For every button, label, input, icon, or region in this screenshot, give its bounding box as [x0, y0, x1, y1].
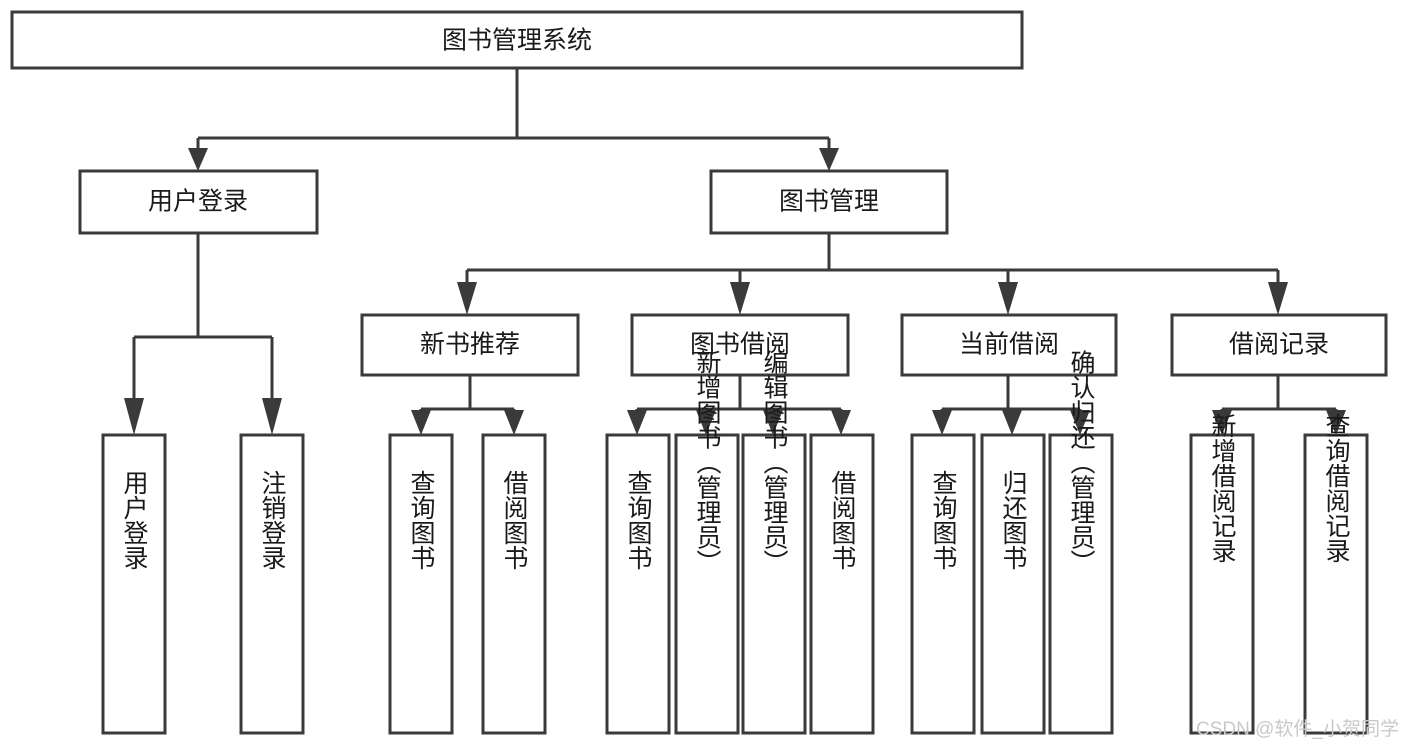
arrow-bm-to-recommend — [457, 282, 477, 315]
leaf-user-logout-box[interactable] — [239, 433, 305, 735]
leaf-edit-book-label: 编辑图书（管理员） — [760, 350, 789, 575]
arrow-rec-leaf2 — [504, 410, 524, 435]
leaf-node-add-book[interactable]: 新增图书（管理员） — [674, 350, 740, 735]
arrow-cu-leaf2 — [1002, 410, 1022, 435]
leaf-node-query-book-2[interactable]: 查询图书 — [605, 433, 671, 735]
node-root-box[interactable] — [10, 10, 1024, 70]
arrow-cu-leaf1 — [932, 410, 952, 435]
leaf-add-record-box[interactable] — [1189, 433, 1255, 735]
arrow-cu-leaf3 — [1070, 410, 1090, 435]
arrow-re-leaf2 — [1326, 410, 1346, 435]
arrow-ul-leaf2 — [262, 398, 282, 435]
leaf-node-edit-book[interactable]: 编辑图书（管理员） — [741, 350, 807, 735]
leaf-node-borrow-book-2[interactable]: 借阅图书 — [809, 433, 875, 735]
arrow-bm-to-borrow — [730, 282, 750, 315]
leaf-query-book-2-label: 查询图书 — [624, 470, 653, 570]
node-root[interactable]: 图书管理系统 — [10, 10, 1024, 70]
arrow-rec-leaf1 — [411, 410, 431, 435]
leaf-query-book-1-box[interactable] — [388, 433, 454, 735]
node-current-borrow-box[interactable] — [900, 313, 1118, 377]
leaf-query-book-3-box[interactable] — [910, 433, 976, 735]
arrow-re-leaf1 — [1212, 410, 1232, 435]
leaf-user-login-label: 用户登录 — [120, 470, 149, 570]
leaf-user-login-box[interactable] — [101, 433, 167, 735]
node-borrow-records-label: 借阅记录 — [1229, 331, 1329, 359]
connector-layer — [124, 68, 1346, 435]
leaf-borrow-book-1-label: 借阅图书 — [500, 470, 529, 570]
arrow-bm-to-current — [998, 282, 1018, 315]
leaf-borrow-book-1-box[interactable] — [481, 433, 547, 735]
node-book-manage-box[interactable] — [709, 169, 949, 235]
arrow-bo-leaf3 — [763, 410, 783, 435]
node-root-label: 图书管理系统 — [442, 27, 592, 55]
leaf-node-borrow-book-1[interactable]: 借阅图书 — [481, 433, 547, 735]
leaf-add-record-label: 新增借阅记录 — [1208, 413, 1237, 563]
leaf-node-user-login[interactable]: 用户登录 — [101, 433, 167, 735]
node-current-borrow[interactable]: 当前借阅 — [900, 313, 1118, 377]
leaf-node-user-logout[interactable]: 注销登录 — [239, 433, 305, 735]
leaf-confirm-return-label: 确认归还（管理员） — [1067, 350, 1096, 575]
csdn-watermark: CSDN @软件_小贺同学 — [1196, 718, 1399, 740]
arrow-bo-leaf4 — [831, 410, 851, 435]
leaf-confirm-return-box[interactable] — [1048, 433, 1114, 735]
leaf-node-confirm-return[interactable]: 确认归还（管理员） — [1048, 350, 1114, 735]
leaf-borrow-book-2-label: 借阅图书 — [828, 470, 857, 570]
arrow-root-to-user-login — [188, 148, 208, 171]
node-user-login-label: 用户登录 — [148, 188, 248, 216]
node-new-book-recommend-box[interactable] — [360, 313, 580, 377]
arrow-bo-leaf1 — [627, 410, 647, 435]
leaf-edit-book-box[interactable] — [741, 433, 807, 735]
leaf-user-logout-label: 注销登录 — [258, 470, 287, 570]
leaf-borrow-book-2-box[interactable] — [809, 433, 875, 735]
node-new-book-recommend[interactable]: 新书推荐 — [360, 313, 580, 377]
leaf-node-return-book[interactable]: 归还图书 — [980, 433, 1046, 735]
node-borrow-records[interactable]: 借阅记录 — [1170, 313, 1388, 377]
leaf-node-query-book-1[interactable]: 查询图书 — [388, 433, 454, 735]
leaf-add-book-label: 新增图书（管理员） — [693, 350, 722, 575]
node-book-borrow[interactable]: 图书借阅 — [630, 313, 850, 377]
node-book-manage[interactable]: 图书管理 — [709, 169, 949, 235]
node-user-login[interactable]: 用户登录 — [78, 169, 319, 235]
arrow-bo-leaf2 — [696, 410, 716, 435]
arrow-ul-leaf1 — [124, 398, 144, 435]
leaf-query-book-3-label: 查询图书 — [929, 470, 958, 570]
node-new-book-recommend-label: 新书推荐 — [420, 331, 520, 359]
leaf-return-book-box[interactable] — [980, 433, 1046, 735]
leaf-node-add-record[interactable]: 新增借阅记录 — [1189, 413, 1255, 735]
node-book-manage-label: 图书管理 — [779, 188, 879, 216]
leaf-node-query-record[interactable]: 查询借阅记录 — [1303, 413, 1369, 735]
leaf-query-record-label: 查询借阅记录 — [1322, 413, 1351, 563]
arrow-bm-to-records — [1268, 282, 1288, 315]
leaf-query-book-2-box[interactable] — [605, 433, 671, 735]
node-user-login-box[interactable] — [78, 169, 319, 235]
leaf-query-book-1-label: 查询图书 — [407, 470, 436, 570]
node-book-borrow-label: 图书借阅 — [690, 331, 790, 359]
leaf-return-book-label: 归还图书 — [999, 470, 1028, 570]
node-borrow-records-box[interactable] — [1170, 313, 1388, 377]
arrow-root-to-book-manage — [819, 148, 839, 171]
leaf-node-query-book-3[interactable]: 查询图书 — [910, 433, 976, 735]
leaf-query-record-box[interactable] — [1303, 433, 1369, 735]
node-current-borrow-label: 当前借阅 — [959, 331, 1059, 359]
node-book-borrow-box[interactable] — [630, 313, 850, 377]
leaf-add-book-box[interactable] — [674, 433, 740, 735]
